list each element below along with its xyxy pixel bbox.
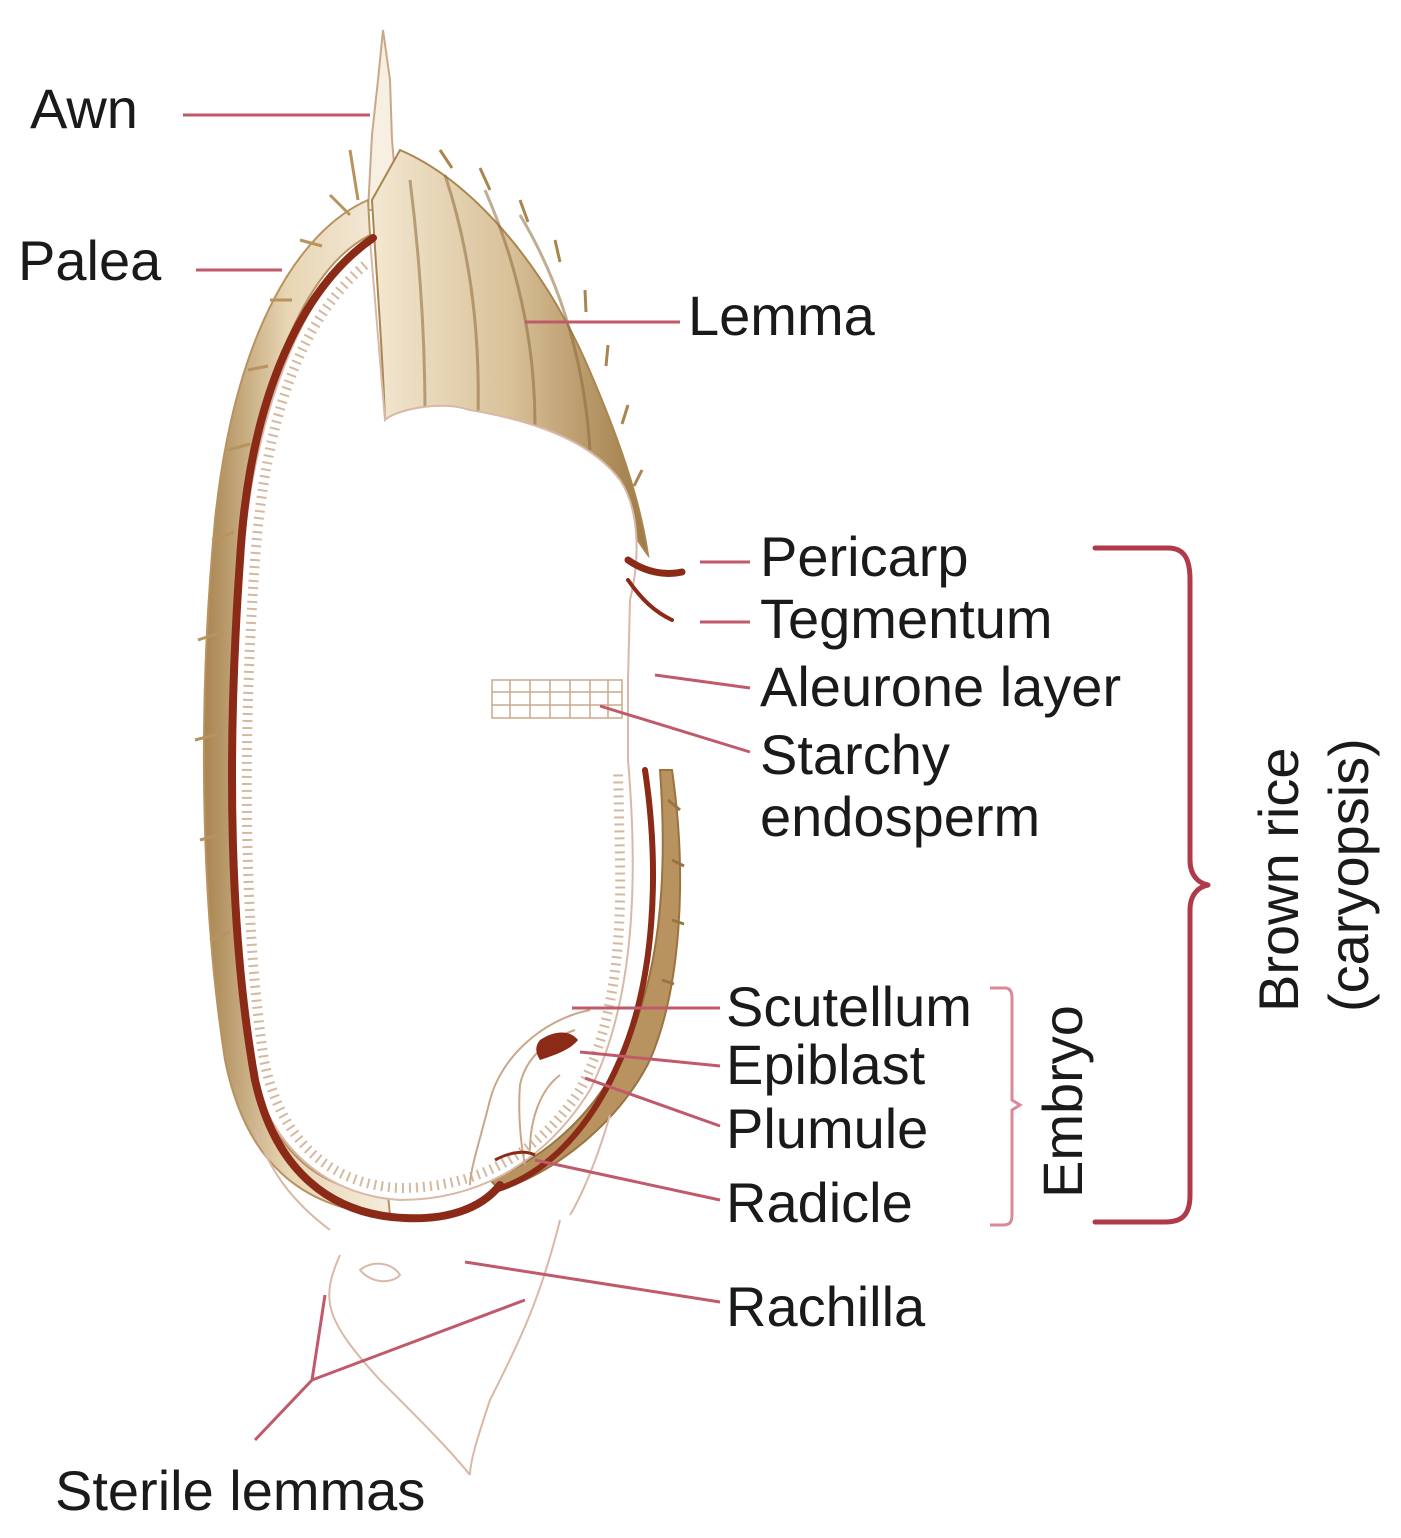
palea-serrations (194, 149, 360, 942)
leader-starchy (599, 704, 751, 754)
label-caryopsis: (caryopsis) (1317, 738, 1380, 1012)
label-lemma: Lemma (688, 284, 876, 347)
label-awn: Awn (30, 77, 138, 140)
grain-illustration (194, 29, 686, 1476)
embryo-brace (990, 986, 1023, 1227)
lemma-ribs (408, 174, 592, 451)
brown-rice-brace (1092, 545, 1211, 1225)
leader-lines (183, 113, 751, 1442)
epiblast-mark (536, 1032, 578, 1060)
labels: Awn Palea Lemma Pericarp Tegmentum Aleur… (18, 77, 1380, 1522)
leader-epiblast (579, 1050, 721, 1068)
leader-rachilla (464, 1260, 721, 1304)
label-brown-rice: Brown rice (1247, 747, 1310, 1012)
tegmentum-hook (626, 578, 674, 622)
leader-sterile (253, 1294, 526, 1442)
lemma-serrations (438, 149, 644, 487)
label-radicle: Radicle (726, 1171, 913, 1234)
label-palea: Palea (18, 229, 162, 292)
label-plumule: Plumule (726, 1097, 928, 1160)
leader-aleurone (654, 673, 751, 690)
radicle-mark (494, 1150, 536, 1162)
label-aleurone: Aleurone layer (760, 655, 1121, 718)
label-starchy-2: endosperm (760, 785, 1040, 848)
leader-radicle (534, 1158, 721, 1202)
leader-plumule (584, 1076, 721, 1128)
label-tegmentum: Tegmentum (760, 587, 1053, 650)
label-scutellum: Scutellum (726, 975, 972, 1038)
seed-coat-line (228, 234, 504, 1223)
label-sterile-lemmas: Sterile lemmas (55, 1459, 425, 1522)
aleurone-dots (241, 261, 626, 1194)
label-pericarp: Pericarp (760, 525, 969, 588)
label-embryo: Embryo (1031, 1005, 1094, 1198)
label-starchy-1: Starchy (760, 723, 950, 786)
label-rachilla: Rachilla (726, 1275, 926, 1338)
lower-serrations (661, 798, 685, 986)
label-epiblast: Epiblast (726, 1033, 926, 1096)
pericarp-hook (624, 556, 686, 577)
